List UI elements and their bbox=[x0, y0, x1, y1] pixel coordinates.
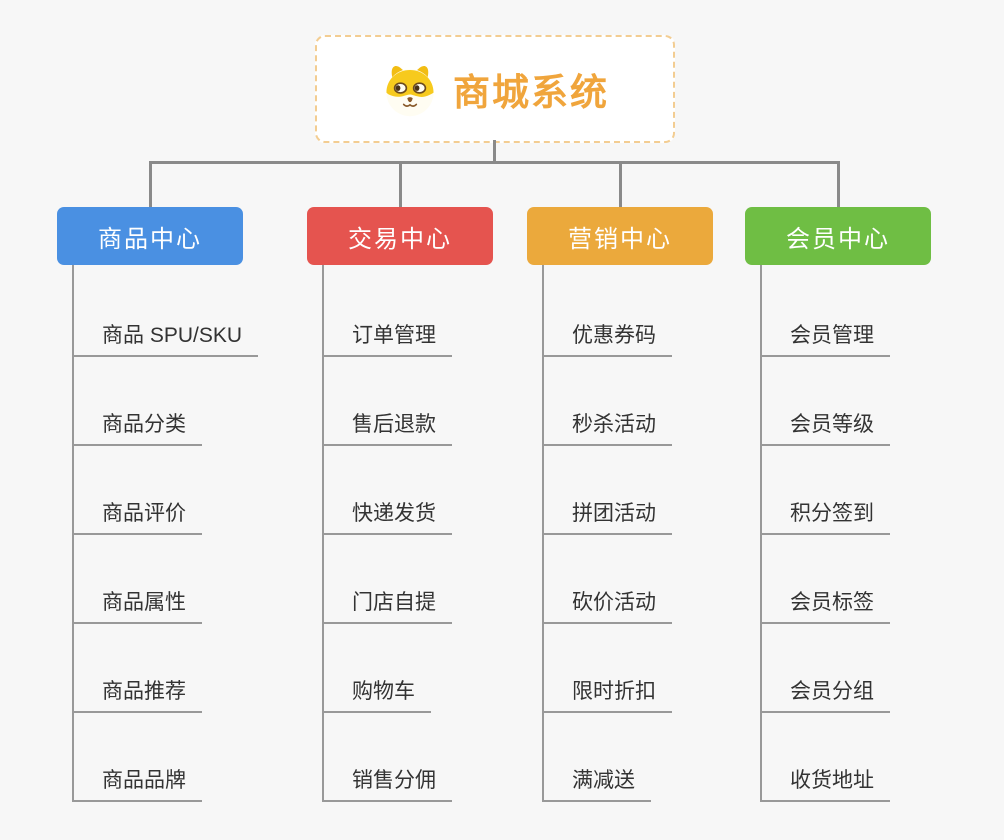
connector-drop bbox=[149, 161, 152, 207]
branch-topic-4[interactable]: 会员中心 bbox=[745, 207, 931, 265]
sub-topic[interactable]: 收货地址 bbox=[760, 768, 890, 802]
connector-drop bbox=[837, 161, 840, 207]
sub-topic[interactable]: 拼团活动 bbox=[542, 501, 672, 535]
connector-drop bbox=[399, 161, 402, 207]
branch-topic-2[interactable]: 交易中心 bbox=[307, 207, 493, 265]
sub-topic[interactable]: 商品推荐 bbox=[72, 679, 202, 713]
sub-topic[interactable]: 快递发货 bbox=[322, 501, 452, 535]
sub-topic[interactable]: 会员管理 bbox=[760, 323, 890, 357]
root-topic-title: 商城系统 bbox=[453, 72, 609, 113]
branch-topic-label: 商品中心 bbox=[98, 225, 202, 253]
branch-topic-label: 营销中心 bbox=[568, 225, 672, 253]
dog-face-icon bbox=[381, 60, 439, 118]
sub-topic[interactable]: 商品品牌 bbox=[72, 768, 202, 802]
sub-topic[interactable]: 售后退款 bbox=[322, 412, 452, 446]
sub-topic[interactable]: 会员等级 bbox=[760, 412, 890, 446]
sub-topic[interactable]: 销售分佣 bbox=[322, 768, 452, 802]
sub-topic[interactable]: 商品分类 bbox=[72, 412, 202, 446]
sub-topic[interactable]: 商品属性 bbox=[72, 590, 202, 624]
sub-topic[interactable]: 秒杀活动 bbox=[542, 412, 672, 446]
branch-topic-label: 交易中心 bbox=[348, 225, 452, 253]
sub-topic[interactable]: 商品评价 bbox=[72, 501, 202, 535]
branch-topic-1[interactable]: 商品中心 bbox=[57, 207, 243, 265]
branch-column: 商品中心 商品 SPU/SKU 商品分类商品评价商品属性商品推荐商品品牌 bbox=[57, 0, 317, 840]
sub-topic[interactable]: 砍价活动 bbox=[542, 590, 672, 624]
branch-column: 会员中心 会员管理会员等级积分签到会员标签会员分组收货地址 bbox=[745, 0, 1004, 840]
sub-topic[interactable]: 会员分组 bbox=[760, 679, 890, 713]
sub-topic[interactable]: 订单管理 bbox=[322, 323, 452, 357]
sub-topic[interactable]: 限时折扣 bbox=[542, 679, 672, 713]
connector-bus bbox=[149, 161, 839, 164]
sub-topic[interactable]: 优惠券码 bbox=[542, 323, 672, 357]
sub-topic[interactable]: 积分签到 bbox=[760, 501, 890, 535]
sub-topic[interactable]: 满减送 bbox=[542, 768, 651, 802]
sub-topic[interactable]: 购物车 bbox=[322, 679, 431, 713]
sub-topic[interactable]: 商品 SPU/SKU bbox=[72, 323, 259, 357]
branch-column: 交易中心 订单管理售后退款快递发货门店自提购物车销售分佣 bbox=[307, 0, 567, 840]
connector-drop bbox=[619, 161, 622, 207]
root-topic[interactable]: 商城系统 bbox=[315, 35, 675, 143]
sub-topic[interactable]: 会员标签 bbox=[760, 590, 890, 624]
branch-column: 营销中心 优惠券码秒杀活动拼团活动砍价活动限时折扣满减送 bbox=[527, 0, 787, 840]
sub-topic[interactable]: 门店自提 bbox=[322, 590, 452, 624]
branch-topic-label: 会员中心 bbox=[786, 225, 890, 253]
connector-root-stub bbox=[493, 140, 496, 163]
branch-topic-3[interactable]: 营销中心 bbox=[527, 207, 713, 265]
